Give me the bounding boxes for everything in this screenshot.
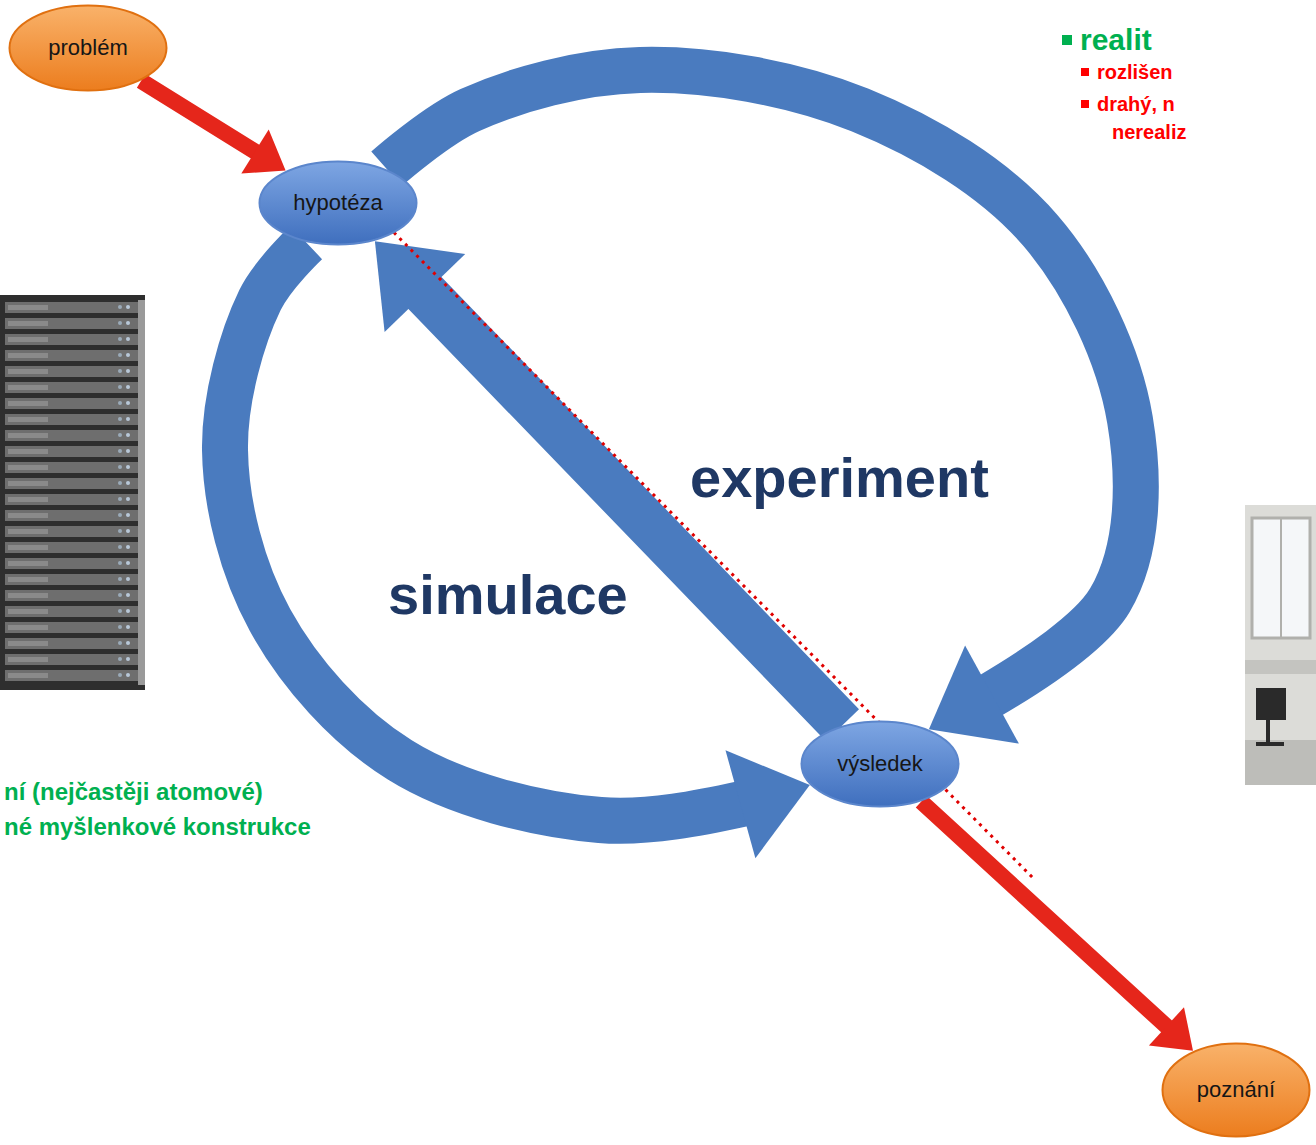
- node-text-group: problém: [48, 35, 127, 61]
- ellipse-node: hypotéza: [258, 160, 418, 246]
- laboratory-photo: [1245, 505, 1316, 785]
- node-label: hypotéza: [293, 190, 382, 216]
- cycle-label: simulace: [388, 563, 628, 627]
- arrow-head: [929, 645, 1019, 743]
- node-text-group: výsledek: [837, 751, 923, 777]
- connector-arrow: [225, 242, 810, 820]
- ellipse-fill: [260, 162, 417, 245]
- node-label: poznání: [1197, 1077, 1275, 1103]
- node-label: problém: [48, 35, 127, 61]
- connector-group: [141, 81, 286, 174]
- connector-group: [921, 802, 1193, 1051]
- note-text: rozlišen: [1097, 60, 1173, 84]
- arrow-head: [1149, 1007, 1193, 1050]
- arrow-head: [726, 750, 810, 858]
- cycle-label: experiment: [690, 446, 989, 510]
- ellipse-node: poznání: [1161, 1042, 1311, 1138]
- connector-arrow: [921, 802, 1193, 1051]
- note-text: ní (nejčastěji atomové): [4, 778, 263, 807]
- dotted-axis-line: [332, 170, 1035, 880]
- note-text: realit: [1080, 22, 1152, 58]
- note-text: nerealiz: [1112, 120, 1186, 144]
- ellipse-node: výsledek: [800, 720, 960, 808]
- node-label: výsledek: [837, 751, 923, 777]
- arrow-head: [375, 241, 465, 332]
- note-text: drahý, n: [1097, 92, 1175, 116]
- connector-group: [225, 242, 810, 858]
- ellipse-fill: [10, 6, 167, 91]
- ellipse-node: problém: [8, 4, 168, 92]
- note-text: né myšlenkové konstrukce: [4, 813, 311, 842]
- server-rack-photo: [0, 295, 145, 690]
- node-text-group: poznání: [1197, 1077, 1275, 1103]
- ellipse-fill: [1163, 1044, 1310, 1137]
- node-text-group: hypotéza: [293, 190, 382, 216]
- ellipse-fill: [802, 722, 959, 807]
- arrow-head: [241, 129, 285, 173]
